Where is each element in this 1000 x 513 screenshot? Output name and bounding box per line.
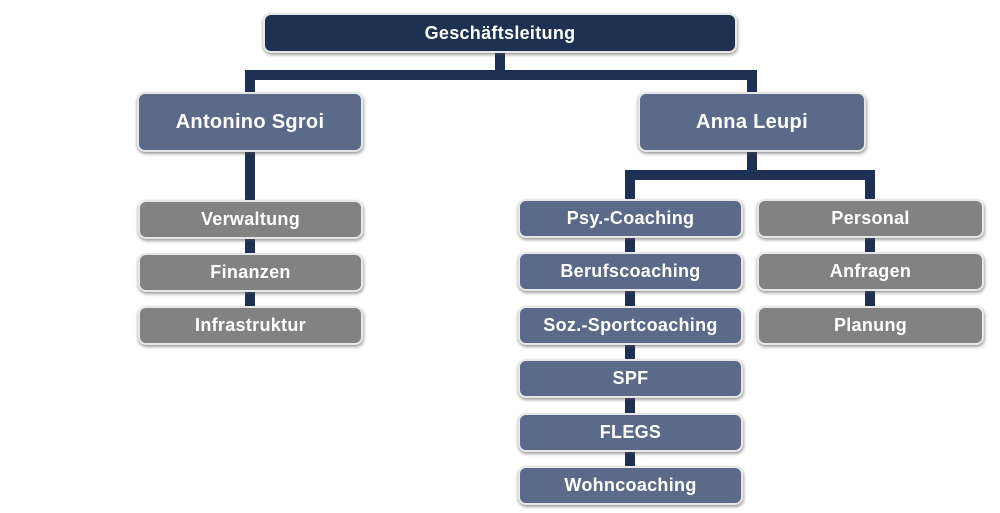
node-anfragen-label: Anfragen xyxy=(829,261,912,281)
node-personal-label: Personal xyxy=(831,208,910,228)
node-planung: Planung xyxy=(757,306,984,345)
node-wohncoaching-label: Wohncoaching xyxy=(564,475,697,495)
node-geschaeftsleitung: Geschäftsleitung xyxy=(263,13,737,53)
connector-personal-column-vertical xyxy=(865,170,875,326)
node-flegs-label: FLEGS xyxy=(599,422,662,442)
node-finanzen-label: Finanzen xyxy=(210,262,291,282)
node-berufscoaching: Berufscoaching xyxy=(518,252,743,291)
node-verwaltung-label: Verwaltung xyxy=(200,209,301,229)
node-soz-sportcoaching: Soz.-Sportcoaching xyxy=(518,306,743,345)
node-spf: SPF xyxy=(518,359,743,398)
node-planung-label: Planung xyxy=(833,315,908,335)
connector-antonino-column-vertical xyxy=(245,70,255,326)
node-berufscoaching-label: Berufscoaching xyxy=(560,261,701,281)
connector-top-horizontal xyxy=(245,70,757,80)
node-anna-leupi: Anna Leupi xyxy=(638,92,866,152)
node-psy-coaching: Psy.-Coaching xyxy=(518,199,743,238)
node-personal: Personal xyxy=(757,199,984,238)
node-verwaltung: Verwaltung xyxy=(138,200,363,239)
node-antonino-sgroi: Antonino Sgroi xyxy=(137,92,363,152)
connector-anna-horizontal xyxy=(625,170,875,180)
node-wohncoaching: Wohncoaching xyxy=(518,466,743,505)
node-finanzen: Finanzen xyxy=(138,253,363,292)
connector-root-stub xyxy=(495,51,505,75)
node-antonino-sgroi-label: Antonino Sgroi xyxy=(175,110,325,133)
node-infrastruktur: Infrastruktur xyxy=(138,306,363,345)
node-anfragen: Anfragen xyxy=(757,252,984,291)
node-infrastruktur-label: Infrastruktur xyxy=(195,315,306,335)
node-soz-sportcoaching-label: Soz.-Sportcoaching xyxy=(543,315,718,335)
node-spf-label: SPF xyxy=(612,368,649,388)
node-geschaeftsleitung-label: Geschäftsleitung xyxy=(424,22,576,43)
node-flegs: FLEGS xyxy=(518,413,743,452)
node-psy-coaching-label: Psy.-Coaching xyxy=(566,208,695,228)
node-anna-leupi-label: Anna Leupi xyxy=(696,110,808,133)
